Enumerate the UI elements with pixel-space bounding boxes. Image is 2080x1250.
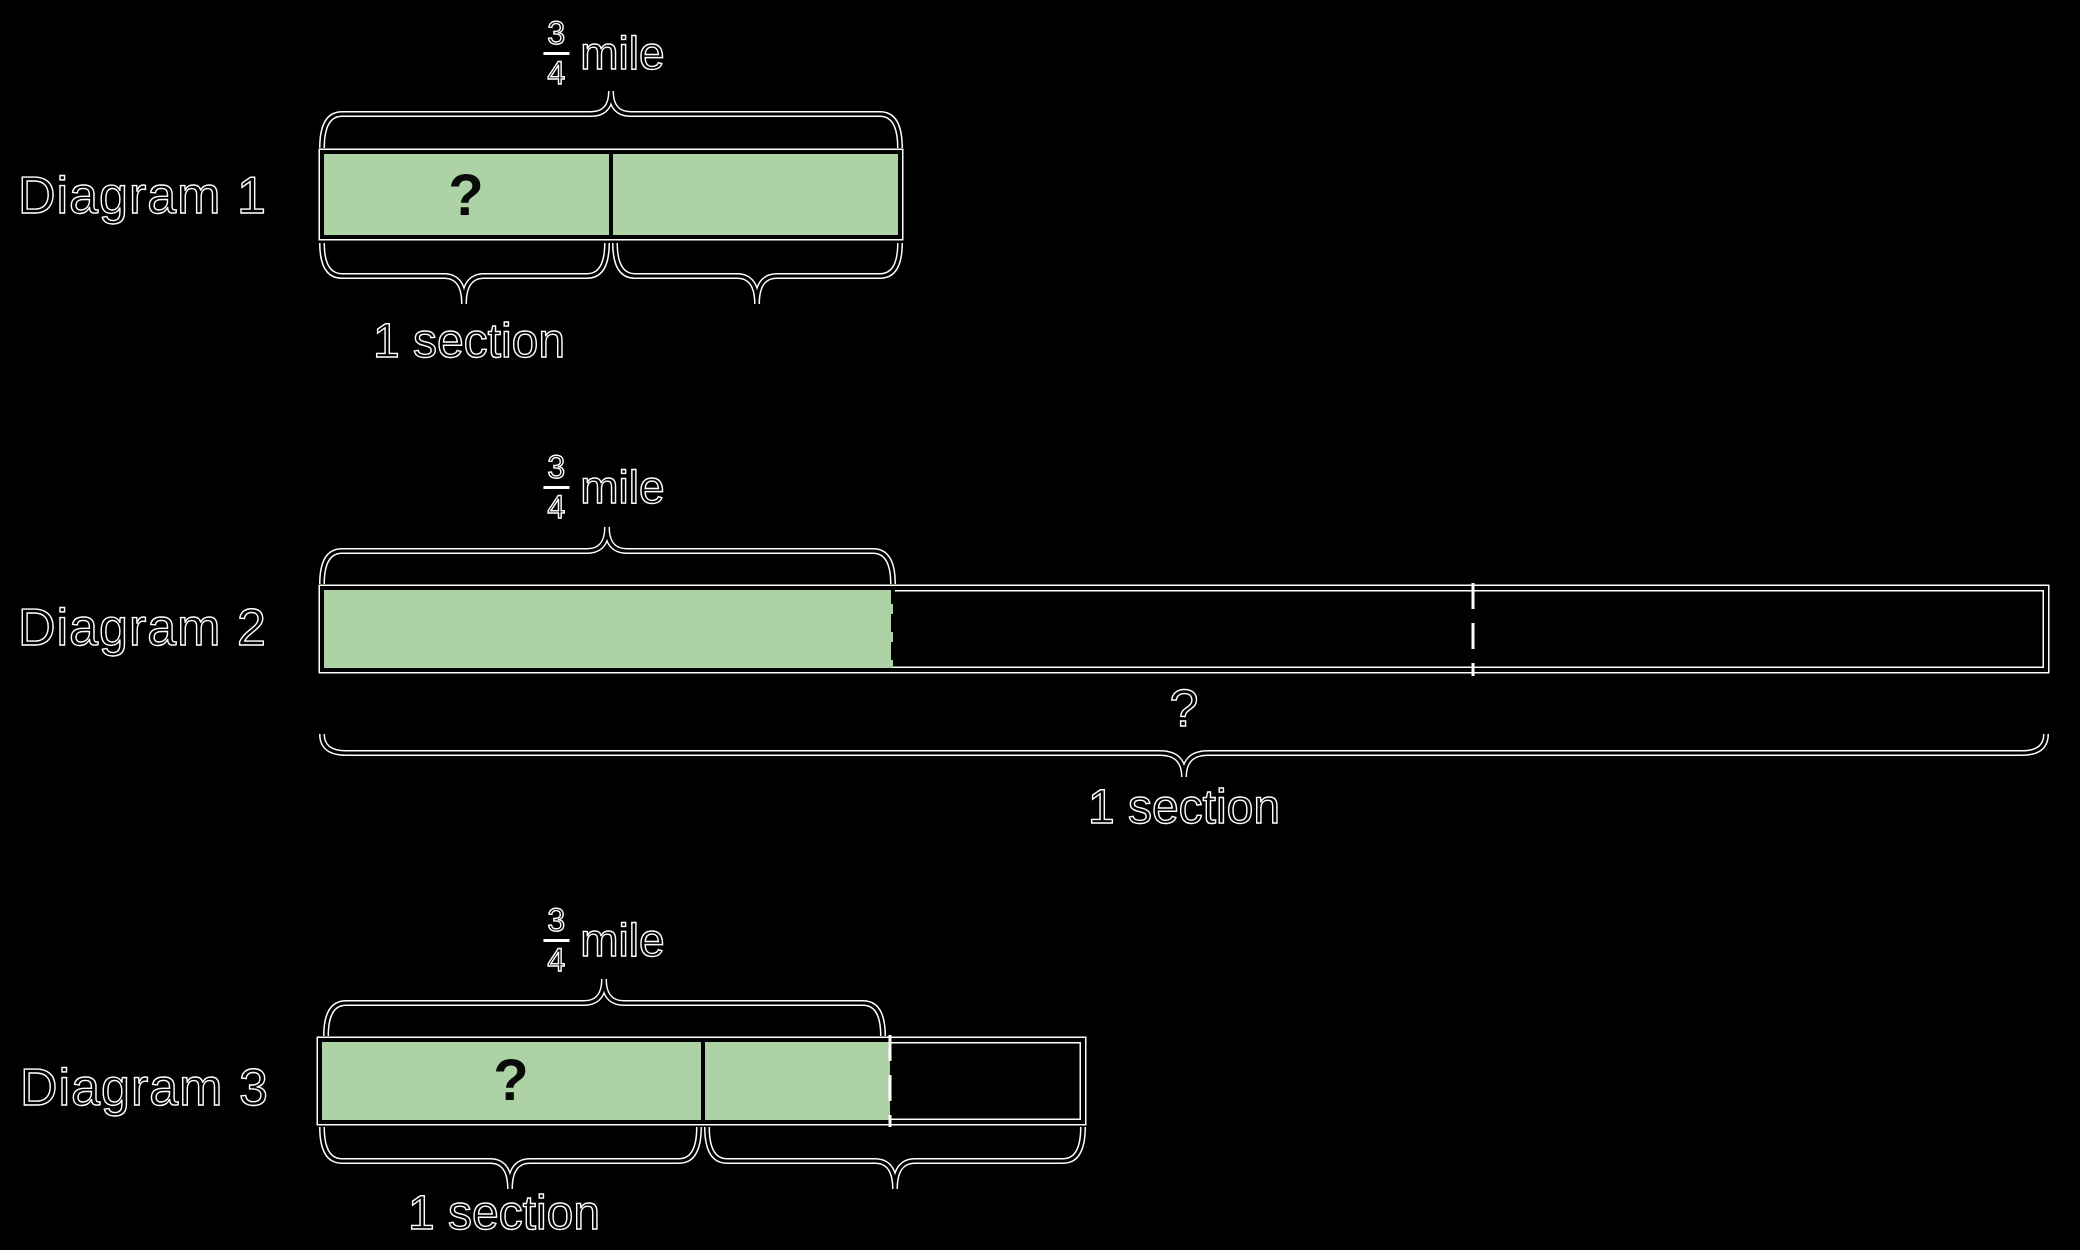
- diagram-1-label: Diagram 1: [17, 167, 267, 225]
- diagram-3-bar-border: [318, 1038, 1085, 1124]
- diagram-1-bottom-brace-left: [319, 242, 610, 305]
- fraction-three-fourths: 3 4: [543, 15, 570, 91]
- diagram-2-top-brace: [319, 526, 896, 585]
- mile-unit-label: mile: [580, 461, 666, 514]
- diagram-1-bar-border: [320, 150, 902, 239]
- diagram-3-mile-label: 3 4 mile: [543, 902, 666, 978]
- fraction-denominator: 4: [547, 488, 566, 525]
- fraction-denominator: 4: [547, 54, 566, 91]
- fraction-three-fourths: 3 4: [543, 902, 570, 978]
- diagram-1-question-mark: ?: [448, 163, 484, 228]
- diagram-1-top-brace: [319, 90, 903, 149]
- mile-unit-label: mile: [580, 914, 666, 967]
- diagram-3-question-mark: ?: [493, 1048, 529, 1113]
- diagram-2-bottom-brace: [319, 733, 2049, 778]
- mile-unit-label: mile: [580, 27, 666, 80]
- diagram-2-section-label: 1 section: [1087, 781, 1281, 834]
- diagram-1-section-label: 1 section: [372, 315, 566, 368]
- diagram-2-question-mark: ?: [1169, 680, 1199, 738]
- diagram-2-label: Diagram 2: [17, 599, 267, 657]
- diagram-3-bottom-brace-right: [704, 1126, 1086, 1190]
- diagram-1-mile-label: 3 4 mile: [543, 15, 666, 91]
- diagram-1-bottom-brace-right: [612, 242, 903, 305]
- fraction-numerator: 3: [543, 449, 570, 489]
- diagram-3-label: Diagram 3: [19, 1059, 269, 1117]
- fraction-denominator: 4: [547, 941, 566, 978]
- diagram-3-top-brace: [323, 978, 886, 1037]
- diagram-3-section-label: 1 section: [407, 1187, 601, 1240]
- fraction-numerator: 3: [543, 15, 570, 55]
- fraction-numerator: 3: [543, 902, 570, 942]
- diagram-3-bottom-brace-left: [319, 1126, 702, 1190]
- diagram-2-bar-fill-green: [322, 588, 893, 670]
- diagram-2-bar-border: [320, 586, 2048, 672]
- diagram-3-bar-fill-green: [320, 1040, 890, 1122]
- fraction-three-fourths: 3 4: [543, 449, 570, 525]
- diagram-2-mile-label: 3 4 mile: [543, 449, 666, 525]
